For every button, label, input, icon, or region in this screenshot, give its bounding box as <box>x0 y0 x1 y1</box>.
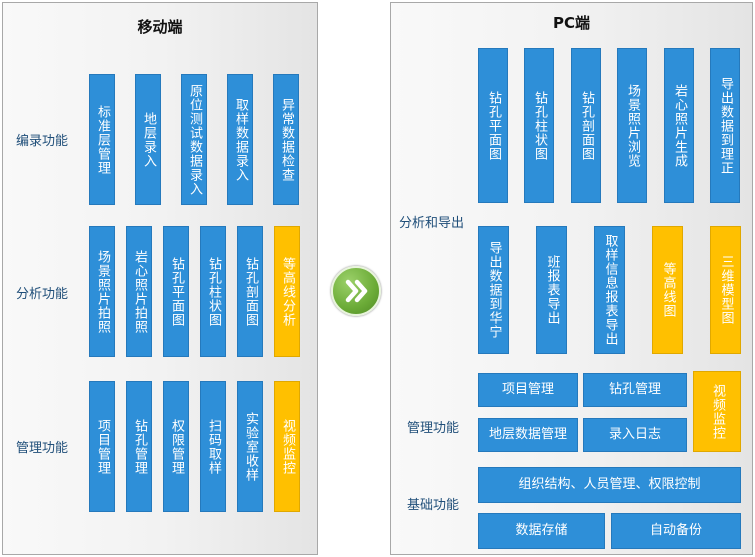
mobile-record-item: 原位测试数据录入 <box>181 74 207 205</box>
mobile-record-item: 标准层管理 <box>89 74 115 205</box>
mobile-analysis-item: 岩心照片拍照 <box>126 226 152 357</box>
mobile-record-label: 编录功能 <box>16 134 69 149</box>
double-chevron-right-icon <box>331 266 381 316</box>
mobile-analysis-label: 分析功能 <box>16 287 69 302</box>
pc-analysis-item: 场景照片浏览 <box>617 48 647 203</box>
mobile-analysis-item: 钻孔剖面图 <box>237 226 263 357</box>
mobile-manage-item: 项目管理 <box>89 381 115 512</box>
pc-analysis-item: 岩心照片生成 <box>664 48 694 203</box>
pc-export-item-highlight: 等高线图 <box>652 226 683 354</box>
mobile-analysis-item: 钻孔柱状图 <box>200 226 226 357</box>
mobile-record-item: 取样数据录入 <box>227 74 253 205</box>
mobile-manage-label: 管理功能 <box>16 441 69 456</box>
pc-manage-item: 录入日志 <box>583 418 687 452</box>
mobile-record-item: 地层录入 <box>135 74 161 205</box>
pc-manage-label: 管理功能 <box>407 421 460 436</box>
pc-analysis-item: 钻孔平面图 <box>478 48 508 203</box>
mobile-title: 移动端 <box>137 18 183 36</box>
pc-export-item: 取样信息报表导出 <box>594 226 625 354</box>
pc-analysis-item: 导出数据到理正 <box>710 48 740 203</box>
mobile-manage-item: 权限管理 <box>163 381 189 512</box>
pc-analysis-item: 钻孔剖面图 <box>571 48 601 203</box>
mobile-manage-item: 钻孔管理 <box>126 381 152 512</box>
mobile-record-item: 异常数据检查 <box>273 74 299 205</box>
mobile-manage-item: 实验室收样 <box>237 381 263 512</box>
pc-manage-item: 项目管理 <box>478 373 578 407</box>
pc-export-item-highlight: 三维模型图 <box>710 226 741 354</box>
pc-basic-item: 组织结构、人员管理、权限控制 <box>478 467 741 503</box>
pc-manage-item-highlight: 视频监控 <box>693 371 741 452</box>
pc-analysis-export-label: 分析和导出 <box>399 216 465 231</box>
pc-manage-item: 地层数据管理 <box>478 418 578 452</box>
pc-manage-item: 钻孔管理 <box>583 373 687 407</box>
pc-basic-item: 数据存储 <box>478 513 605 549</box>
mobile-manage-item: 扫码取样 <box>200 381 226 512</box>
pc-title: PC端 <box>552 14 590 32</box>
mobile-analysis-item: 钻孔平面图 <box>163 226 189 357</box>
mobile-analysis-item-highlight: 等高线分析 <box>274 226 300 357</box>
pc-export-item: 导出数据到华宁 <box>478 226 509 354</box>
pc-basic-item: 自动备份 <box>611 513 741 549</box>
pc-analysis-item: 钻孔柱状图 <box>524 48 554 203</box>
mobile-manage-item-highlight: 视频监控 <box>274 381 300 512</box>
pc-export-item: 班报表导出 <box>536 226 567 354</box>
mobile-analysis-item: 场景照片拍照 <box>89 226 115 357</box>
pc-basic-label: 基础功能 <box>407 498 460 513</box>
